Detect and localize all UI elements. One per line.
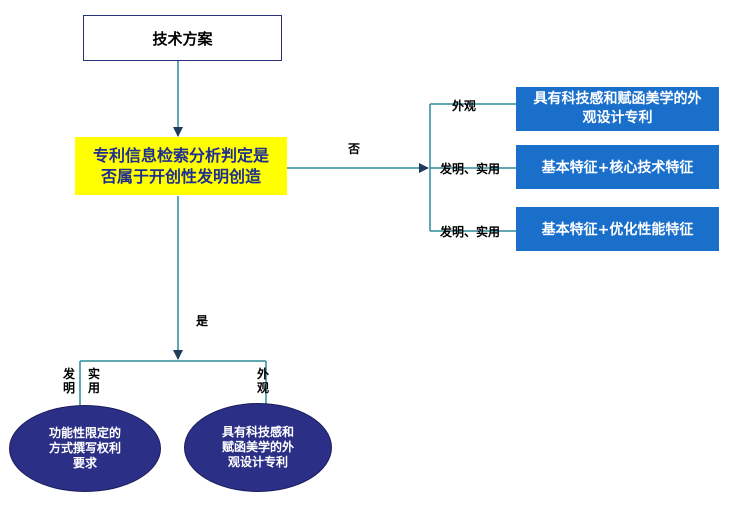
no-branch-label: 否: [348, 142, 361, 156]
design-patent-line-3: 观设计专利: [227, 455, 288, 469]
bottom-type-label-invention: 发明: [62, 367, 75, 395]
claim-drafting-ellipse: 功能性限定的 方式撰写权利 要求: [9, 405, 161, 492]
claim-drafting-line-2: 方式撰写权利: [48, 441, 121, 455]
option-performance-label: 基本特征+优化性能特征: [541, 222, 694, 238]
option-design-line-1: 具有科技感和赋函美学的外: [533, 91, 702, 107]
claim-drafting-line-3: 要求: [72, 456, 97, 470]
decision-line-2: 否属于开创性发明创造: [100, 167, 261, 186]
option-core-tech-box: 基本特征+核心技术特征: [516, 145, 719, 189]
design-patent-line-2: 赋函美学的外: [221, 440, 294, 454]
right-type-label-design: 外观: [452, 99, 477, 113]
decision-node: 专利信息检索分析判定是 否属于开创性发明创造: [75, 137, 287, 195]
design-patent-ellipse: 具有科技感和 赋函美学的外 观设计专利: [184, 403, 332, 492]
option-design-patent-box: 具有科技感和赋函美学的外 观设计专利: [516, 87, 719, 131]
design-patent-line-1: 具有科技感和: [221, 425, 294, 439]
right-type-label-invention-1: 发明、实用: [440, 162, 501, 176]
right-type-label-invention-2: 发明、实用: [440, 225, 501, 239]
bottom-type-label-utility: 实用: [87, 367, 100, 395]
decision-line-1: 专利信息检索分析判定是: [92, 146, 269, 165]
start-node-tech-solution: 技术方案: [83, 15, 282, 61]
option-design-line-2: 观设计专利: [582, 110, 653, 126]
start-node-label: 技术方案: [152, 29, 213, 48]
bottom-type-label-design: 外观: [256, 367, 269, 395]
claim-drafting-line-1: 功能性限定的: [48, 426, 121, 440]
option-performance-box: 基本特征+优化性能特征: [516, 207, 719, 251]
option-core-tech-label: 基本特征+核心技术特征: [541, 160, 694, 176]
yes-branch-label: 是: [196, 314, 209, 328]
